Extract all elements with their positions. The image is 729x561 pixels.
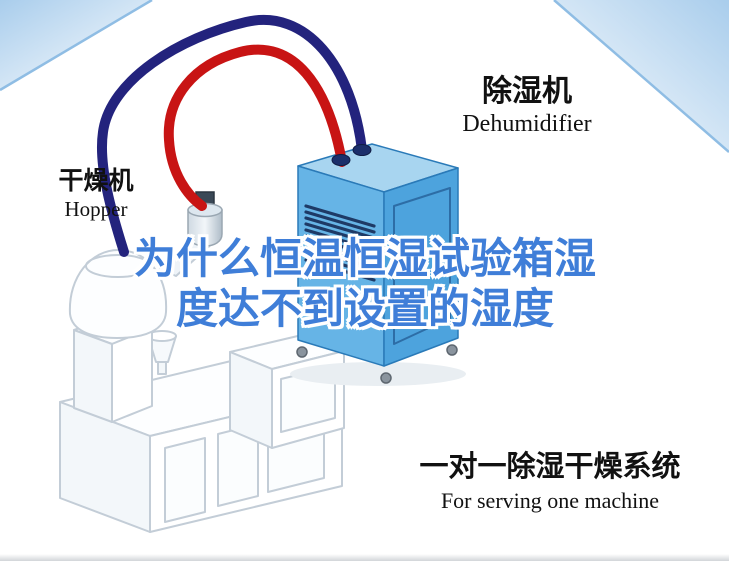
machine-upper-cabinet — [229, 334, 345, 449]
bottom-edge-shadow — [0, 554, 729, 561]
hopper-label-zh: 干燥机 — [58, 167, 134, 195]
dehumidifier-side-face — [383, 167, 459, 367]
extruder-machine — [59, 239, 345, 533]
main-title: 为什么恒温恒湿试验箱湿 度达不到设置的湿度 — [40, 234, 690, 334]
main-title-line2: 度达不到设置的湿度 — [175, 285, 554, 332]
tagline-en: For serving one machine — [440, 488, 660, 513]
machine-funnel — [147, 330, 177, 375]
dehumidifier-door — [393, 187, 451, 345]
hose-connectors — [331, 144, 372, 166]
dehumidifier-shadow — [290, 362, 466, 386]
dehumidifier-casters — [296, 344, 458, 384]
machine-panel — [164, 437, 206, 523]
hopper-label: 干燥机 Hopper — [48, 166, 144, 222]
corner-decoration-top-left — [0, 0, 153, 92]
tagline: 一对一除湿干燥系统 For serving one machine — [400, 450, 700, 514]
main-title-line1: 为什么恒温恒湿试验箱湿 — [133, 235, 596, 282]
dehumidifier-label-en: Dehumidifier — [462, 111, 592, 137]
dry-air-hose-red — [163, 44, 347, 211]
corner-decoration-top-right — [553, 0, 729, 153]
machine-dome — [68, 249, 168, 339]
dehumidifier-label-zh: 除湿机 — [482, 75, 572, 108]
return-air-hose-navy — [96, 15, 367, 257]
tagline-zh: 一对一除湿干燥系统 — [419, 451, 681, 483]
dehumidifier-unit — [296, 143, 459, 384]
hopper-label-en: Hopper — [64, 197, 128, 221]
dehumidifier-label: 除湿机 Dehumidifier — [447, 74, 607, 138]
dehumidifier-vent-grille — [304, 204, 376, 282]
